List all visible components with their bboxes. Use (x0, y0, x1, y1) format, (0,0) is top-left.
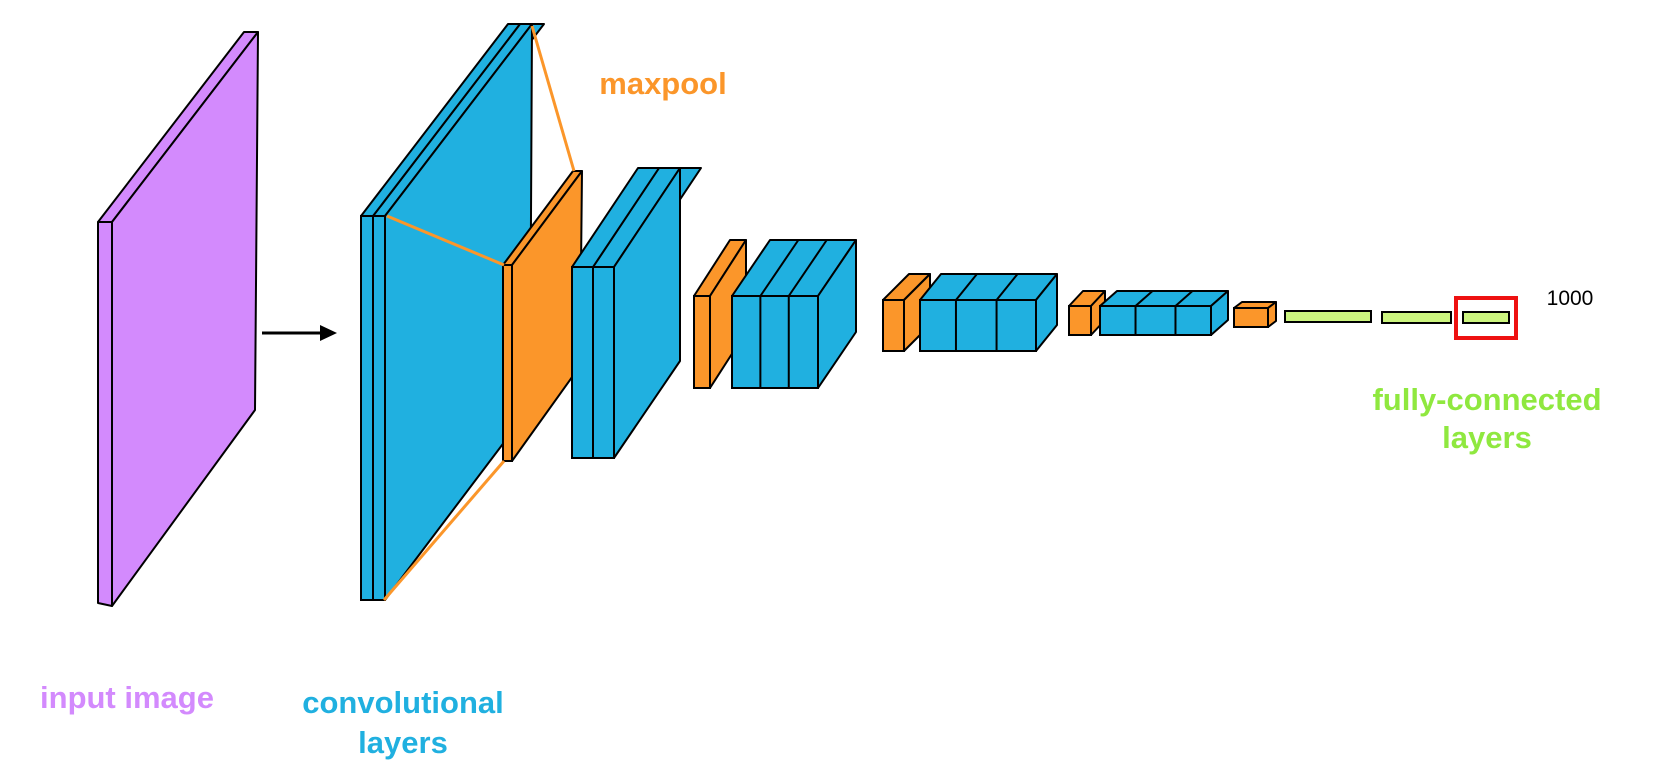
conv3-divider-top-2 (787, 239, 828, 297)
output-size-label: 1000 (1547, 287, 1594, 310)
input-image-face (111, 31, 259, 607)
fc-layers-label-line1: fully-connected (1372, 382, 1601, 417)
arrow-head (320, 325, 337, 341)
conv5-divider-top-1 (1134, 290, 1154, 307)
conv2-face (613, 167, 681, 459)
pool2-front (693, 295, 711, 389)
conv2-slab-2-front (592, 266, 615, 459)
output-highlight-box (1454, 296, 1518, 340)
conv1-slab-1-front (360, 215, 374, 601)
conv3-divider-top-1 (759, 239, 800, 297)
pool5-front (1233, 307, 1269, 328)
maxpool-projection-top (530, 25, 576, 172)
maxpool-projection-bottom (382, 460, 506, 601)
layer-shapes (97, 23, 1518, 607)
maxpool-label: maxpool (599, 66, 726, 101)
conv-layers-label-line1: convolutional (302, 685, 504, 720)
fc-layer-1 (1284, 310, 1372, 323)
conv4-top (919, 273, 1058, 301)
conv5-top (1099, 290, 1229, 307)
fc-layer-3-output (1462, 311, 1510, 324)
fc-layer-2 (1381, 311, 1452, 324)
conv3-front (731, 295, 819, 389)
conv4-front (919, 299, 1037, 352)
conv4-divider-top-2 (995, 273, 1019, 301)
conv1-slab-2-front (372, 215, 386, 601)
conv2-slab-1-front (571, 266, 594, 459)
pool3-front (882, 299, 905, 352)
conv4-divider-top-1 (955, 273, 978, 301)
input-image-label: input image (40, 680, 214, 715)
input-image-front-edge (97, 221, 113, 607)
conv-layers-label-line2: layers (358, 725, 448, 760)
conv5-front (1099, 305, 1212, 336)
maxpool-projection-mid (386, 214, 505, 267)
conv5-divider-top-2 (1174, 290, 1194, 307)
pool4-front (1068, 305, 1092, 336)
pool1-front (502, 264, 513, 462)
fc-layers-label-line2: layers (1442, 420, 1532, 455)
